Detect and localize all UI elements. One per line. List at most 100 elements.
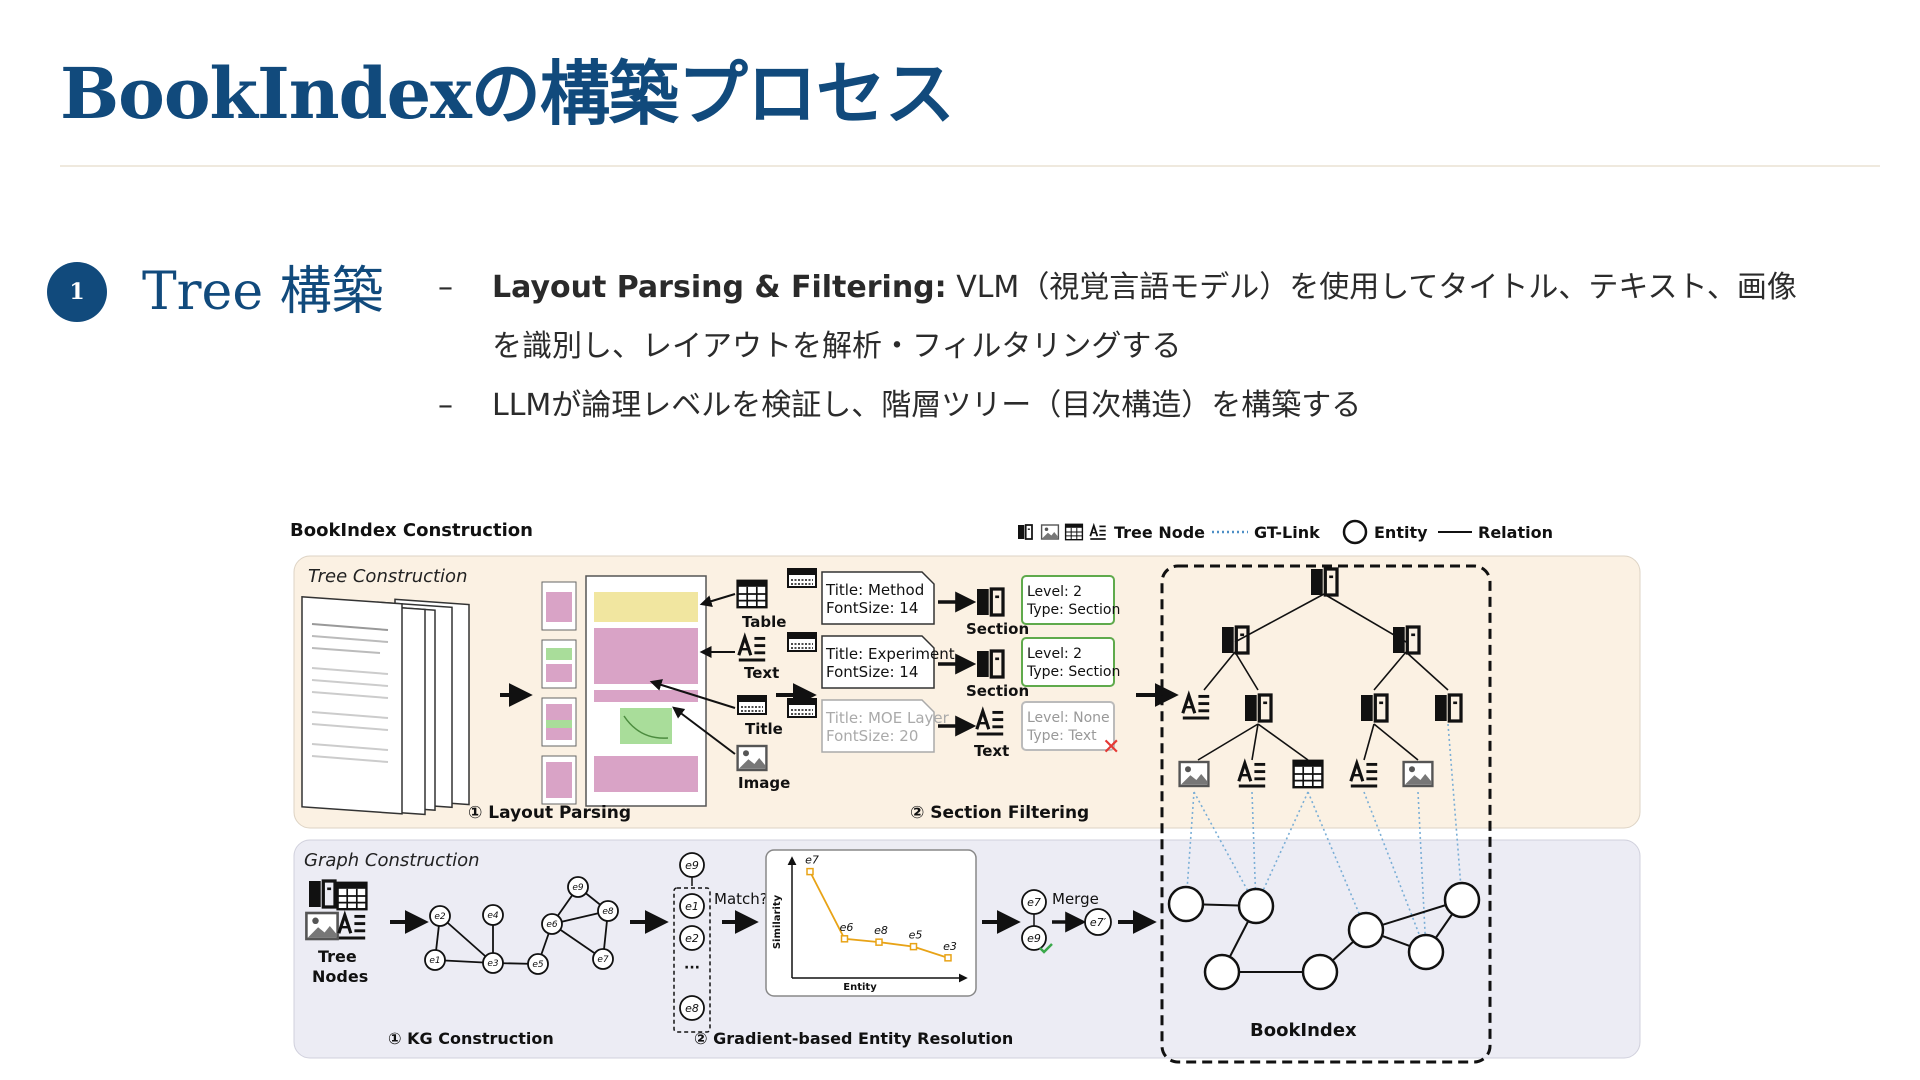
level-box (1021, 637, 1115, 687)
entity-nodes (1167, 881, 1481, 991)
candidate-level: Level: None (1027, 710, 1110, 726)
gt-links (1185, 723, 1463, 953)
candidate-ellipsis: ··· (684, 960, 700, 976)
similarity-point-label: e3 (943, 940, 957, 953)
kg-node-e2: e2 (434, 912, 446, 922)
element-type-table: Table (742, 613, 786, 631)
arrow-table (699, 593, 736, 607)
candidate-entity (679, 925, 705, 951)
similarity-chart: e7 e6 e8 e5 e3 (787, 854, 968, 983)
similarity-point-label: e7 (805, 854, 819, 867)
kg-node-e8: e8 (602, 907, 614, 917)
image-icon (736, 744, 768, 772)
image-icon (1402, 760, 1434, 788)
step-title: Tree 構築 (142, 262, 384, 322)
figure-canvas: BookIndex Construction Tree Node GT-Link… (290, 519, 1641, 1064)
candidate-type: Type: Section (1026, 602, 1120, 618)
document-pages-stack (301, 596, 470, 816)
chart-y-label: Similarity (772, 894, 783, 949)
arrow-image (672, 706, 736, 755)
element-type-title: Title (745, 720, 783, 738)
tree-nodes-label-line2: Nodes (312, 967, 368, 986)
candidate-font: FontSize: 14 (826, 663, 918, 681)
level-box (1021, 575, 1115, 625)
table-icon (1064, 523, 1084, 541)
candidate-result: Text (974, 742, 1009, 760)
title-icon (787, 632, 817, 652)
kg-node-e7: e7 (597, 955, 609, 965)
query-entity-label: e9 (685, 859, 699, 872)
merge-entity-label: e9 (1027, 932, 1041, 945)
candidate-card (821, 699, 935, 753)
kg-node-e5: e5 (532, 960, 544, 970)
rejected-cross-icon: ✕ (1102, 735, 1120, 760)
bookindex-construction-figure: BookIndex Construction Tree Node GT-Link… (290, 512, 1650, 1072)
merge-label: Merge (1052, 890, 1099, 908)
bullet-text: VLM（視覚言語モデル）を使用してタイトル、テキスト、画像を識別し、レイアウトを… (492, 270, 1797, 364)
kg-construction-label: ① KG Construction (388, 1029, 554, 1048)
kg-node-e6: e6 (546, 920, 558, 930)
candidate-font: FontSize: 20 (826, 727, 918, 745)
similarity-point-label: e8 (874, 924, 888, 937)
merge-entity-label: e7 (1027, 896, 1041, 909)
bullet-dash: – (438, 270, 453, 305)
legend-entity-circle (1342, 519, 1368, 545)
candidate-level: Level: 2 (1027, 584, 1082, 600)
candidate-entity (679, 893, 705, 919)
similarity-point-e8 (875, 938, 883, 946)
tree-edges (1197, 593, 1449, 761)
bullet-dash: – (438, 388, 453, 423)
kg-node-e3: e3 (487, 959, 499, 969)
similarity-point-label: e5 (909, 929, 923, 942)
bullet-list: – Layout Parsing & Filtering: VLM（視覚言語モデ… (438, 258, 1818, 435)
table-icon (336, 881, 368, 911)
table-icon (1292, 759, 1324, 789)
table-icon (736, 579, 768, 609)
merged-entity-label: e7′ (1090, 916, 1107, 929)
bullet-text: LLMが論理レベルを検証し、階層ツリー（目次構造）を構築する (492, 388, 1362, 423)
bullet-keyword: Layout Parsing & Filtering: (492, 270, 947, 305)
element-type-image: Image (738, 774, 790, 792)
candidate-title: Title: MOE Layer (825, 709, 950, 727)
candidate-title: Title: Experiment (825, 645, 955, 663)
title-icon (737, 695, 767, 715)
kg-node-e4: e4 (487, 911, 499, 921)
candidate-title: Title: Method (825, 581, 924, 599)
element-type-text: Text (744, 664, 779, 682)
slide-title: BookIndexの構築プロセス (60, 52, 955, 135)
candidate-entities-box (673, 887, 711, 1033)
candidate-type: Type: Section (1026, 664, 1120, 680)
layout-parsing-label: ① Layout Parsing (468, 803, 631, 823)
chart-x-label: Entity (843, 982, 877, 993)
merged-entity (1084, 908, 1112, 936)
candidate-result: Section (966, 620, 1029, 638)
legend-relation: Relation (1478, 523, 1553, 542)
candidate-entity-label: e1 (685, 900, 699, 913)
bookindex-label: BookIndex (1250, 1020, 1357, 1041)
image-icon (1178, 760, 1210, 788)
legend-gt-link: GT-Link (1254, 523, 1320, 542)
step-number-badge: 1 (47, 262, 107, 322)
candidate-card (821, 635, 935, 689)
legend-tree-node: Tree Node (1114, 523, 1205, 542)
bookindex-region (1160, 564, 1492, 1064)
tree-nodes-label-line1: Tree (318, 947, 357, 966)
candidate-level: Level: 2 (1027, 646, 1082, 662)
book-icon (1017, 524, 1033, 540)
similarity-point-e7 (806, 867, 814, 876)
title-icon (787, 698, 817, 718)
candidate-entity-label: e2 (685, 932, 699, 945)
candidate-entity (679, 995, 705, 1021)
legend-entity: Entity (1374, 523, 1428, 542)
similarity-point-label: e6 (840, 921, 854, 934)
section-filtering-label: ② Section Filtering (910, 803, 1089, 823)
parsed-page (585, 575, 707, 807)
level-box (1021, 701, 1115, 751)
merge-entity (1021, 925, 1047, 951)
title-icon (787, 568, 817, 588)
check-icon (1039, 943, 1053, 954)
arrow-title (649, 679, 736, 709)
figure-title: BookIndex Construction (290, 520, 533, 541)
match-label: Match? (714, 890, 768, 908)
bullet-item: – LLMが論理レベルを検証し、階層ツリー（目次構造）を構築する (438, 376, 1818, 435)
